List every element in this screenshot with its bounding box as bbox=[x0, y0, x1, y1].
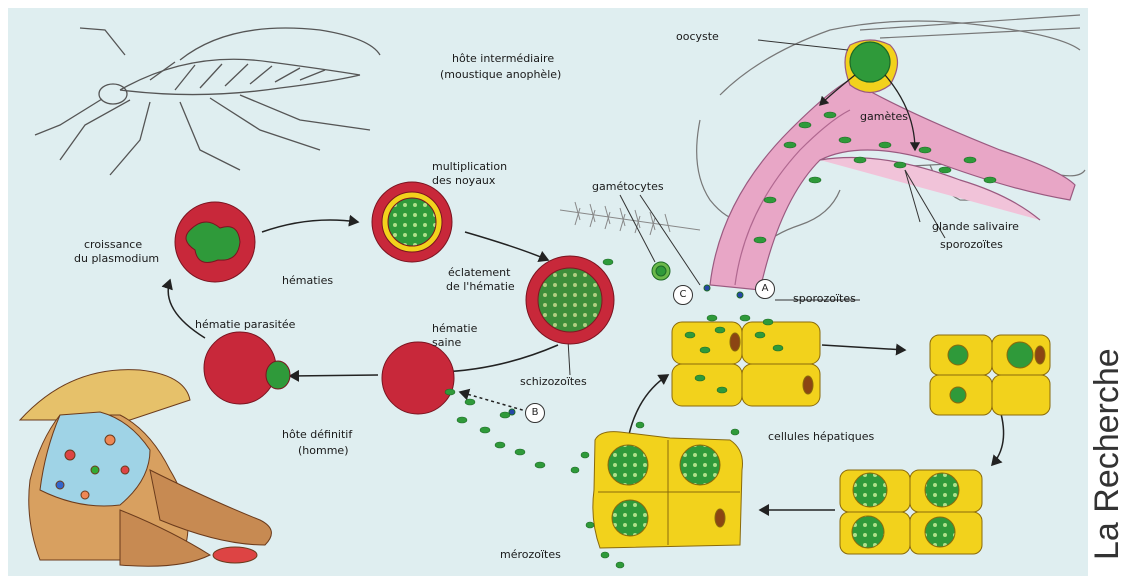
label-croissance: croissance bbox=[84, 238, 142, 251]
label-de-l-hematie: de l'hématie bbox=[446, 280, 515, 293]
label-sporozoites-top: sporozoïtes bbox=[940, 238, 1003, 251]
label-hematies: hématies bbox=[282, 274, 333, 287]
label-gametocytes: gamétocytes bbox=[592, 180, 664, 193]
label-saine: saine bbox=[432, 336, 461, 349]
label-homme: (homme) bbox=[298, 444, 348, 457]
label-moustique-anophele: (moustique anophèle) bbox=[440, 68, 561, 81]
label-merozoites: mérozoïtes bbox=[500, 548, 561, 561]
label-cellules-hepatiques: cellules hépatiques bbox=[768, 430, 874, 443]
label-schizozoites: schizozoïtes bbox=[520, 375, 587, 388]
liver-cells-bursting bbox=[593, 432, 743, 548]
marker-b: B bbox=[525, 403, 545, 423]
label-gametes: gamètes bbox=[860, 110, 908, 123]
label-du-plasmodium: du plasmodium bbox=[74, 252, 159, 265]
label-hote-intermediaire: hôte intermédiaire bbox=[452, 52, 554, 65]
label-hematie: hématie bbox=[432, 322, 477, 335]
label-eclatement: éclatement bbox=[448, 266, 510, 279]
la-recherche-watermark: La Recherche bbox=[1088, 348, 1127, 560]
label-hematie-parasitee: hématie parasitée bbox=[195, 318, 295, 331]
label-multiplication: multiplication bbox=[432, 160, 507, 173]
label-glande-salivaire: glande salivaire bbox=[932, 220, 1019, 233]
marker-a: A bbox=[755, 279, 775, 299]
label-hote-definitif: hôte définitif bbox=[282, 428, 352, 441]
label-sporozoites-mid: sporozoïtes bbox=[793, 292, 856, 305]
label-des-noyaux: des noyaux bbox=[432, 174, 495, 187]
marker-c: C bbox=[673, 285, 693, 305]
label-oocyste: oocyste bbox=[676, 30, 719, 43]
